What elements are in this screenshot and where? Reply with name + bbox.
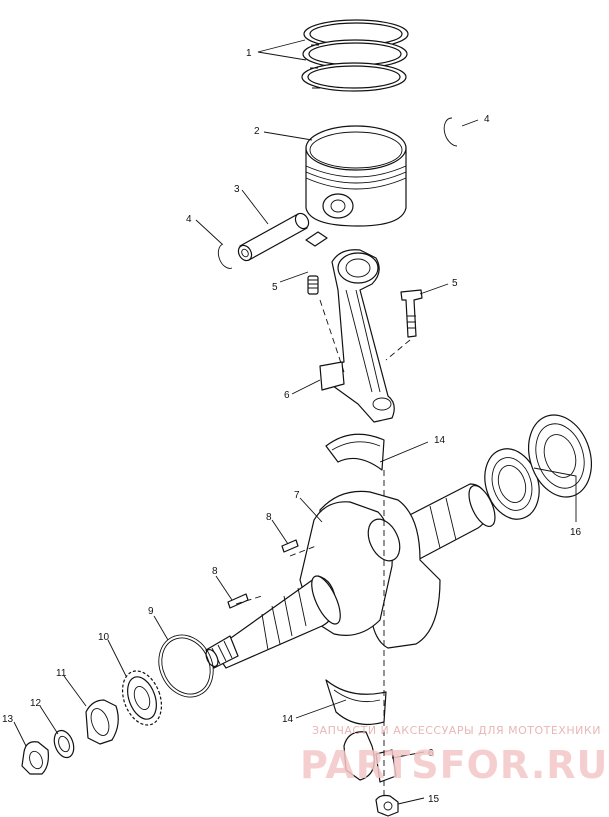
main-bearing-shell-lower bbox=[325, 679, 387, 725]
rod-nut bbox=[375, 794, 399, 817]
callout-4-left: 4 bbox=[186, 214, 192, 225]
callout-11: 11 bbox=[56, 668, 67, 679]
callout-16: 16 bbox=[570, 527, 582, 538]
callout-14-upper: 14 bbox=[434, 435, 446, 446]
timing-gear bbox=[121, 670, 163, 726]
circlip-right bbox=[443, 117, 458, 147]
callout-6-upper: 6 bbox=[284, 390, 290, 401]
rod-bolt-left bbox=[307, 275, 319, 295]
callout-10: 10 bbox=[98, 632, 110, 643]
callout-6-lower: 6 bbox=[428, 748, 434, 759]
small-end-bearing bbox=[305, 231, 328, 247]
piston bbox=[305, 125, 407, 227]
callout-8-upper: 8 bbox=[266, 512, 272, 523]
circlip-left bbox=[217, 243, 233, 269]
callout-15: 15 bbox=[428, 794, 440, 805]
collar bbox=[85, 699, 119, 745]
watermark-brand: PARTSFOR.RU bbox=[300, 743, 608, 787]
nut bbox=[21, 741, 49, 775]
rod-bolt-right bbox=[400, 289, 423, 338]
rod-cap-lower bbox=[343, 731, 397, 783]
callout-9: 9 bbox=[148, 606, 154, 617]
watermark: ЗАПЧАСТИ И АКСЕССУАРЫ ДЛЯ МОТОТЕХНИКИ PA… bbox=[300, 724, 608, 787]
callout-5-left: 5 bbox=[272, 282, 278, 293]
washer bbox=[53, 729, 75, 759]
callout-5-right: 5 bbox=[452, 278, 458, 289]
piston-rings bbox=[301, 19, 409, 92]
woodruff-key-lower bbox=[227, 593, 249, 609]
callout-4-right: 4 bbox=[484, 114, 490, 125]
woodruff-key-upper bbox=[281, 539, 299, 553]
watermark-tagline: ЗАПЧАСТИ И АКСЕССУАРЫ ДЛЯ МОТОТЕХНИКИ bbox=[312, 724, 601, 737]
callout-7: 7 bbox=[294, 490, 300, 501]
callout-14-lower: 14 bbox=[282, 714, 294, 725]
callout-1: 1 bbox=[246, 48, 252, 59]
o-ring bbox=[158, 634, 214, 698]
callout-13: 13 bbox=[2, 714, 14, 725]
callout-12: 12 bbox=[30, 698, 42, 709]
main-bearing-shell-upper bbox=[325, 433, 385, 471]
rod-cap bbox=[319, 361, 345, 391]
crankshaft bbox=[205, 483, 496, 669]
callout-2: 2 bbox=[254, 126, 260, 137]
piston-pin bbox=[237, 212, 310, 262]
connecting-rod bbox=[321, 249, 395, 423]
leader-lines bbox=[13, 39, 577, 805]
callout-3: 3 bbox=[234, 184, 240, 195]
assembly-centerlines bbox=[235, 299, 411, 800]
callout-labels: 1 2 3 4 4 5 5 6 14 16 7 8 8 9 10 11 12 1… bbox=[2, 48, 582, 805]
callout-8-lower: 8 bbox=[212, 566, 218, 577]
